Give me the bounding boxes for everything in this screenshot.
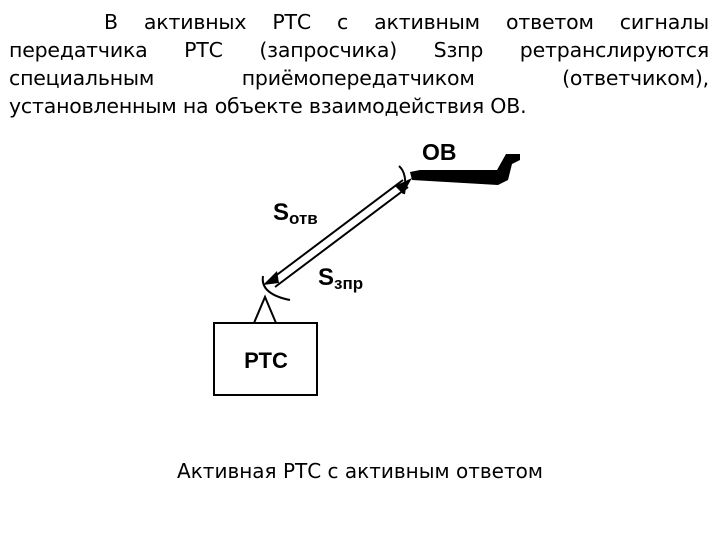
signal-beam xyxy=(263,178,412,288)
station-label: РТС xyxy=(244,348,288,373)
aircraft-icon xyxy=(410,154,520,185)
reply-arrowhead-icon xyxy=(263,271,279,285)
query-signal-base: S xyxy=(318,264,334,291)
paragraph-line-3: специальным приёмопередатчиком (ответчик… xyxy=(9,66,709,90)
reply-signal-sub: отв xyxy=(289,209,318,228)
paragraph-line-2: передатчика РТС (запросчика) Sзпр ретран… xyxy=(9,38,709,62)
station-box xyxy=(213,322,318,396)
query-arrowhead-icon xyxy=(395,178,412,194)
antenna-mast xyxy=(253,294,277,324)
description-paragraph: В активных РТС с активным ответом сигнал… xyxy=(9,8,709,120)
figure-caption: Активная РТС с активным ответом xyxy=(177,459,543,483)
station-antenna-icon xyxy=(261,275,291,301)
query-signal-sub: зпр xyxy=(334,274,363,293)
object-label: ОВ xyxy=(422,139,457,165)
reply-signal-base: S xyxy=(273,199,289,226)
paragraph-line-1: В активных РТС с активным ответом сигнал… xyxy=(104,10,709,34)
reply-signal-label: Sотв xyxy=(273,199,318,228)
query-signal-label: Sзпр xyxy=(318,264,363,293)
paragraph-line-4: установленным на объекте взаимодействия … xyxy=(9,94,527,118)
